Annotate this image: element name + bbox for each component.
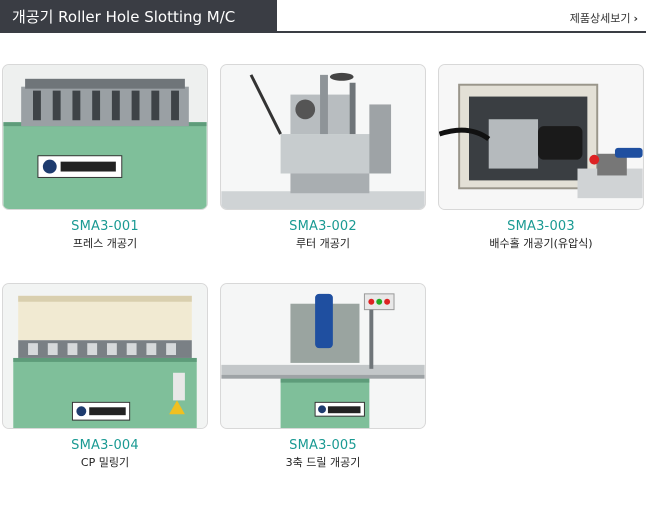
section-header: 개공기 Roller Hole Slotting M/C 제품상세보기› [0, 0, 646, 33]
product-card-sma3-002: SMA3-002 루터 개공기 [220, 64, 426, 251]
milling-machine-image [3, 284, 207, 428]
product-image-sma3-001[interactable] [2, 64, 208, 210]
drill-machine-image [221, 284, 425, 428]
product-name: 3축 드릴 개공기 [285, 456, 361, 469]
product-name: 배수홀 개공기(유압식) [489, 237, 593, 250]
header-underline [277, 31, 646, 33]
hydraulic-machine-image [439, 65, 643, 209]
product-code[interactable]: SMA3-001 [71, 219, 139, 234]
product-code[interactable]: SMA3-002 [289, 219, 357, 234]
product-card-sma3-004: SMA3-004 CP 밀링기 [2, 283, 208, 470]
chevron-right-icon: › [633, 12, 638, 25]
product-code[interactable]: SMA3-003 [507, 219, 575, 234]
section-title: 개공기 Roller Hole Slotting M/C [12, 8, 236, 26]
product-image-sma3-003[interactable] [438, 64, 644, 210]
section-title-tab: 개공기 Roller Hole Slotting M/C [0, 0, 277, 33]
router-machine-image [221, 65, 425, 209]
press-machine-image [3, 65, 207, 209]
product-card-sma3-001: SMA3-001 프레스 개공기 [2, 64, 208, 251]
product-code[interactable]: SMA3-005 [289, 438, 357, 453]
product-image-sma3-004[interactable] [2, 283, 208, 429]
product-name: CP 밀링기 [80, 456, 130, 469]
product-detail-label: 제품상세보기 [569, 12, 631, 25]
product-name: 프레스 개공기 [72, 237, 138, 250]
product-detail-link[interactable]: 제품상세보기› [570, 10, 638, 26]
product-name: 루터 개공기 [295, 237, 351, 250]
product-image-sma3-005[interactable] [220, 283, 426, 429]
product-image-sma3-002[interactable] [220, 64, 426, 210]
product-card-sma3-005: SMA3-005 3축 드릴 개공기 [220, 283, 426, 470]
product-card-sma3-003: SMA3-003 배수홀 개공기(유압식) [438, 64, 644, 251]
product-code[interactable]: SMA3-004 [71, 438, 139, 453]
